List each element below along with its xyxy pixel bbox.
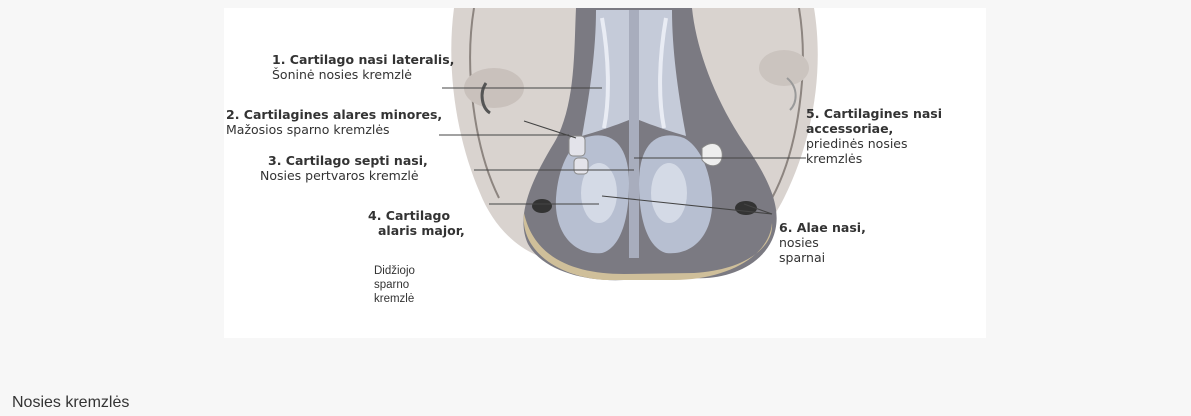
label-2-title: 2. Cartilagines alares minores,: [226, 107, 442, 122]
label-3-subtitle: Nosies pertvaros kremzlė: [260, 168, 428, 183]
label-1-title: 1. Cartilago nasi lateralis,: [272, 52, 454, 67]
label-5-title-line1: 5. Cartilagines nasi: [806, 106, 942, 121]
label-4-subtitle: Didžiojo sparno kremzlė: [374, 264, 415, 306]
label-alae-nasi: 6. Alae nasi, nosies sparnai: [779, 220, 866, 265]
label-5-subtitle-line1: priedinės nosies: [806, 136, 942, 151]
label-cartilago-septi-nasi: 3. Cartilago septi nasi, Nosies pertvaro…: [260, 153, 428, 183]
label-2-subtitle: Mažosios sparno kremzlės: [226, 122, 442, 137]
label-5-title-line2: accessoriae,: [806, 121, 942, 136]
label-cartilagines-alares-minores: 2. Cartilagines alares minores, Mažosios…: [226, 107, 442, 137]
label-cartilago-nasi-lateralis: 1. Cartilago nasi lateralis, Šoninė nosi…: [272, 52, 454, 82]
label-1-subtitle: Šoninė nosies kremzlė: [272, 67, 454, 82]
label-6-title: 6. Alae nasi,: [779, 220, 866, 235]
label-3-title: 3. Cartilago septi nasi,: [260, 153, 428, 168]
label-6-subtitle-line2: sparnai: [779, 250, 866, 265]
label-4-subtitle-line1: Didžiojo: [374, 264, 415, 278]
nose-cartilage-figure: 1. Cartilago nasi lateralis, Šoninė nosi…: [224, 8, 986, 338]
label-5-subtitle-line2: kremzlės: [806, 151, 942, 166]
label-cartilago-alaris-major: 4. Cartilago alaris major,: [368, 208, 465, 238]
label-4-subtitle-line2: sparno: [374, 278, 415, 292]
figure-caption: Nosies kremzlės: [12, 394, 129, 412]
label-4-title-line1: 4. Cartilago: [368, 208, 465, 223]
label-4-subtitle-line3: kremzlė: [374, 292, 415, 306]
label-4-title-line2: alaris major,: [368, 223, 465, 238]
label-cartilagines-nasi-accessoriae: 5. Cartilagines nasi accessoriae, priedi…: [806, 106, 942, 166]
label-6-subtitle-line1: nosies: [779, 235, 866, 250]
